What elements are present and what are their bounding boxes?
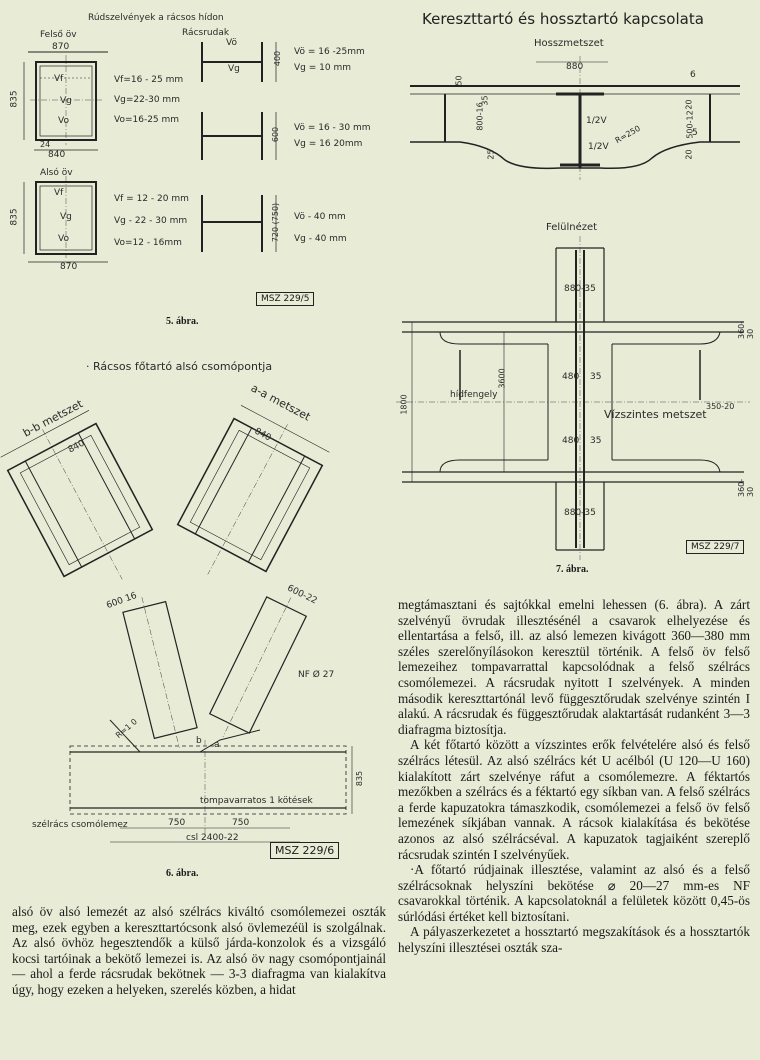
fig7-felul: Felülnézet (546, 222, 598, 233)
fig6-stamp: MSZ 229/6 (270, 842, 340, 859)
fig5-i1-vg: Vg (228, 64, 240, 74)
fig5-vf2: Vf (54, 188, 64, 198)
fig5-n24: 24 (40, 140, 51, 149)
fig5-i2-specs: Vö = 16 - 30 mm Vg = 16 20mm (294, 120, 371, 152)
fig7-d12v-b: 1/2V (588, 142, 609, 152)
fig5-vf1: Vf (54, 74, 64, 84)
fig7-d350-20: 350-20 (706, 402, 735, 411)
fig7-d35b: 35 (590, 372, 602, 382)
fig5-w840: 840 (48, 150, 66, 160)
right-paragraph-4: A pályaszerkezetet a hossztartó megszakí… (398, 924, 750, 956)
spec-line: Vf=16 - 25 mm (114, 75, 184, 85)
fig5-vg1: Vg (60, 96, 72, 106)
fig7-d6: 6 (690, 70, 696, 80)
fig5-w870b: 870 (60, 262, 78, 272)
fig5-also-ov: Alsó öv (40, 168, 73, 178)
fig7-d360-30b: 360-30 (737, 478, 755, 497)
fig7-d1800: 1800 (399, 394, 409, 415)
fig7-d880-35a: 880-35 (564, 284, 596, 294)
spec-line: Vo=12 - 16mm (114, 238, 182, 248)
fig7-d20a: 20 (684, 99, 694, 110)
spec-line: Vö = 16 -25mm (294, 47, 365, 57)
fig5-vg2: Vg (60, 212, 72, 222)
spec-line: Vo=16-25 mm (114, 115, 180, 125)
fig7-vizszintes: Vízszintes metszet (604, 408, 707, 421)
spec-line: Vg - 40 mm (294, 234, 347, 244)
fig5-stamp: MSZ 229/5 (256, 292, 315, 306)
fig5-w870a: 870 (52, 42, 70, 52)
spec-line: Vö = 16 - 30 mm (294, 123, 371, 133)
fig7-caption: 7. ábra. (556, 564, 589, 575)
fig7-d880a: 880 (566, 62, 584, 72)
fig7-d35c: 35 (590, 436, 602, 446)
right-paragraph-3: ·A főtartó rúdjainak illesztése, valamin… (398, 862, 750, 924)
fig6-nf: NF Ø 27 (298, 670, 335, 680)
fig6-h835: 835 (355, 770, 365, 787)
fig5-i1-vo: Vö (226, 38, 237, 48)
fig7-title: Kereszttartó és hossztartó kapcsolata (422, 10, 704, 28)
fig5-felso-ov: Felső öv (40, 30, 77, 40)
fig7-hossz: Hosszmetszet (534, 38, 604, 49)
spec-line: Vg = 16 20mm (294, 139, 363, 149)
spec-line: Vö - 40 mm (294, 212, 346, 222)
fig6-title: · Rácsos főtartó alsó csomópontja (86, 360, 273, 373)
fig5-caption: 5. ábra. (166, 316, 199, 327)
fig7-d25: 25 (486, 149, 496, 160)
spec-line: Vg=22-30 mm (114, 95, 180, 105)
fig7-d3600: 3600 (497, 368, 507, 389)
fig5-title: Rúdszelvények a rácsos hídon (88, 13, 224, 23)
right-paragraph-1: megtámasztani és sajtókkal emelni lehess… (398, 597, 750, 737)
fig7-d500: 500-12 (685, 110, 695, 139)
fig6-csl: csl 2400-22 (186, 833, 239, 843)
fig5-i3-specs: Vö - 40 mm Vg - 40 mm (294, 206, 347, 250)
fig7-d800: 800-16 (475, 102, 485, 131)
spec-line: Vg - 22 - 30 mm (114, 216, 188, 226)
fig5-i1-specs: Vö = 16 -25mm Vg = 10 mm (294, 44, 365, 76)
right-column-text: megtámasztani és sajtókkal emelni lehess… (398, 597, 750, 956)
fig6-b: b (196, 736, 202, 746)
fig7-d12v-a: 1/2V (586, 116, 607, 126)
fig6-d750a: 750 (168, 818, 186, 828)
fig5-top-specs: Vf=16 - 25 mm Vg=22-30 mm Vo=16-25 mm (114, 70, 183, 130)
fig5-bot-specs: Vf = 12 - 20 mm Vg - 22 - 30 mm Vo=12 - … (114, 188, 189, 254)
fig7-stamp: MSZ 229/7 (686, 540, 745, 554)
fig6-szel: szélrács csomólemez (32, 820, 128, 830)
left-column-text: alsó öv alsó lemezét az alsó szélrács ki… (12, 904, 386, 998)
fig7-d480b: 480 (562, 436, 580, 446)
fig7-d5: 5 (692, 128, 698, 138)
fig6-drawing (0, 405, 353, 843)
left-paragraph: alsó öv alsó lemezét az alsó szélrács ki… (12, 904, 386, 997)
fig5-vo2: Vo (58, 234, 69, 244)
fig6-d750b: 750 (232, 818, 250, 828)
spec-line: Vf = 12 - 20 mm (114, 194, 189, 204)
fig7-drawing (396, 56, 750, 560)
fig5-drawing (23, 42, 277, 263)
fig5-racsrudak: Rácsrudak (182, 28, 230, 38)
fig5-vo1: Vo (58, 116, 69, 126)
fig7-d880-35b: 880-35 (564, 508, 596, 518)
right-paragraph-2: A két főtartó között a vízszintes erők f… (398, 737, 750, 862)
fig6-caption: 6. ábra. (166, 868, 199, 879)
fig7-d50: 50 (454, 75, 464, 86)
fig7-d360-30a: 360-30 (737, 320, 755, 339)
fig6-tomp: tompavarratos 1 kötések (200, 796, 313, 806)
fig6-a: a (214, 740, 220, 750)
spec-line: Vg = 10 mm (294, 63, 351, 73)
fig7-d35a: 35 (480, 95, 490, 106)
fig7-hidfengely: hídfengely (450, 390, 498, 400)
fig7-d480a: 480 (562, 372, 580, 382)
fig7-d20b: 20 (684, 149, 694, 160)
